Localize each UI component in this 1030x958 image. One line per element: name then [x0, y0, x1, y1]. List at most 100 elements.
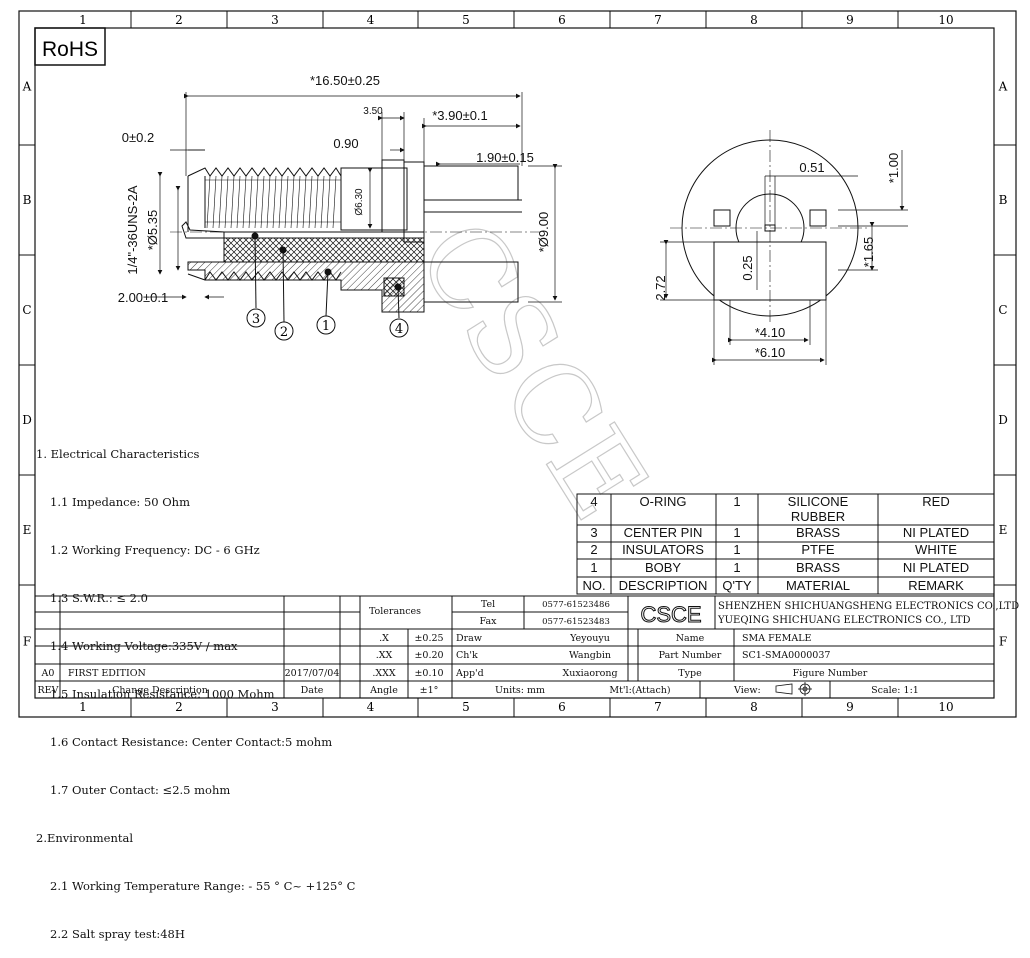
tol-xx: .XX	[376, 650, 393, 661]
bom-header: DESCRIPTION	[619, 578, 708, 593]
view-label: View:	[733, 685, 761, 696]
part-number-value: SC1-SMA0000037	[742, 650, 830, 661]
body-section	[187, 261, 425, 313]
balloon-2: 2	[280, 325, 288, 340]
part-balloons: 3 2 1 4	[246, 308, 409, 341]
note-heading-environmental: 2.Environmental	[36, 831, 134, 845]
tol-x-val: ±0.25	[414, 633, 443, 644]
dim-1-00: *1.00	[886, 153, 901, 183]
draw-label: Draw	[456, 633, 482, 644]
bom-cell: NI PLATED	[903, 525, 969, 540]
company-logo: CSCE	[640, 602, 701, 627]
units: Units: mm	[495, 685, 545, 696]
zone-col-label: 1	[79, 13, 87, 27]
draw-value: Yeyouyu	[569, 633, 610, 644]
thread-top	[187, 167, 342, 177]
bom-cell: 1	[733, 560, 740, 575]
bom-cell: INSULATORS	[622, 542, 704, 557]
zone-col-label: 5	[462, 13, 470, 27]
zone-col-label: 9	[846, 700, 854, 714]
zone-row-label: D	[998, 413, 1008, 427]
note-line: 1.6 Contact Resistance: Center Contact:5…	[50, 735, 333, 749]
bom-cell: PTFE	[801, 542, 835, 557]
scale: Scale: 1:1	[871, 685, 919, 696]
bom-cell: 4	[590, 494, 597, 509]
title-block	[34, 595, 995, 699]
note-line: 2.1 Working Temperature Range: - 55 ° C~…	[50, 879, 356, 893]
bom-cell: BRASS	[796, 560, 840, 575]
thread-line	[272, 175, 277, 229]
zone-row-label: C	[22, 303, 31, 317]
zone-row-label: B	[23, 193, 32, 207]
zone-col-label: 2	[175, 700, 183, 714]
appd-value: Xuxiaorong	[562, 668, 617, 679]
zone-row-label: E	[23, 523, 32, 537]
zone-col-label: 8	[750, 13, 758, 27]
thread-line	[206, 175, 211, 229]
change-label: Change Description	[112, 685, 208, 696]
bom-cell: CENTER PIN	[624, 525, 703, 540]
dim-1-90: 1.90±0.15	[476, 150, 534, 165]
note-line: 1.2 Working Frequency: DC - 6 GHz	[50, 543, 260, 557]
thread-line	[308, 175, 313, 229]
dim-0-25: 0.25	[740, 255, 755, 280]
thread-line	[230, 175, 235, 229]
thread-line	[212, 175, 217, 229]
zone-row-label: E	[999, 523, 1008, 537]
material-note: Mt'l:(Attach)	[609, 685, 670, 696]
type-label: Type	[678, 668, 702, 679]
tel-label: Tel	[481, 599, 495, 610]
zone-col-label: 2	[175, 13, 183, 27]
thread-line	[224, 175, 229, 229]
thread-line	[296, 175, 301, 229]
o-ring-section	[383, 277, 405, 297]
dim-3-50: 3.50	[363, 106, 383, 117]
zone-col-label: 3	[271, 13, 279, 27]
name-value: SMA FEMALE	[742, 633, 812, 644]
thread-line	[218, 175, 223, 229]
tol-angle-val: ±1°	[420, 685, 439, 696]
rohs-label: RoHS	[42, 38, 98, 61]
bom-cell: 1	[590, 560, 597, 575]
company-line-1: SHENZHEN SHICHUANGSHENG ELECTRONICS CO.,…	[718, 601, 1019, 612]
thread-line	[290, 175, 295, 229]
figure-number-label: Figure Number	[793, 668, 868, 679]
zone-row-label: A	[998, 80, 1008, 94]
projection-symbol-icon	[775, 682, 812, 696]
dim-0-51: 0.51	[799, 160, 824, 175]
appd-label: App'd	[455, 668, 484, 679]
specification-notes: 1. Electrical Characteristics 1.1 Impeda…	[36, 414, 355, 958]
note-heading-electrical: 1. Electrical Characteristics	[36, 447, 200, 461]
bom-cell: BRASS	[796, 525, 840, 540]
front-view	[670, 130, 870, 325]
dim-2-00: 2.00±0.1	[118, 290, 169, 305]
zone-col-label: 7	[654, 700, 662, 714]
dim-overall-length: *16.50±0.25	[310, 73, 380, 88]
bom-cell: O-RING	[640, 494, 687, 509]
zone-col-label: 4	[367, 700, 375, 714]
zone-col-label: 8	[750, 700, 758, 714]
zone-row-label: A	[22, 80, 32, 94]
side-dimensions	[150, 92, 562, 303]
note-line: 1.3 S.W.R.: ≤ 2.0	[50, 591, 148, 605]
note-line: 1.1 Impedance: 50 Ohm	[50, 495, 190, 509]
thread-line	[260, 175, 265, 229]
dim-3-90: *3.90±0.1	[432, 108, 488, 123]
bom-header: NO.	[582, 578, 605, 593]
rohs-box	[34, 27, 106, 66]
tol-xxx-val: ±0.10	[414, 668, 443, 679]
bom-cell: 1	[733, 542, 740, 557]
zone-row-label: B	[999, 193, 1008, 207]
dim-thread: 1/4"-36UNS-2A	[125, 185, 140, 274]
tol-xx-val: ±0.20	[414, 650, 443, 661]
thread-line	[332, 175, 337, 229]
zone-col-label: 1	[79, 700, 87, 714]
bom-cell: 1	[733, 525, 740, 540]
zone-col-label: 3	[271, 700, 279, 714]
thread-line	[242, 175, 247, 229]
fax-value: 0577-61523483	[542, 617, 610, 627]
bom-cell: BOBY	[645, 560, 681, 575]
zone-col-label: 9	[846, 13, 854, 27]
tol-xxx: .XXX	[372, 668, 396, 679]
dim-1-65: *1.65	[861, 237, 876, 267]
